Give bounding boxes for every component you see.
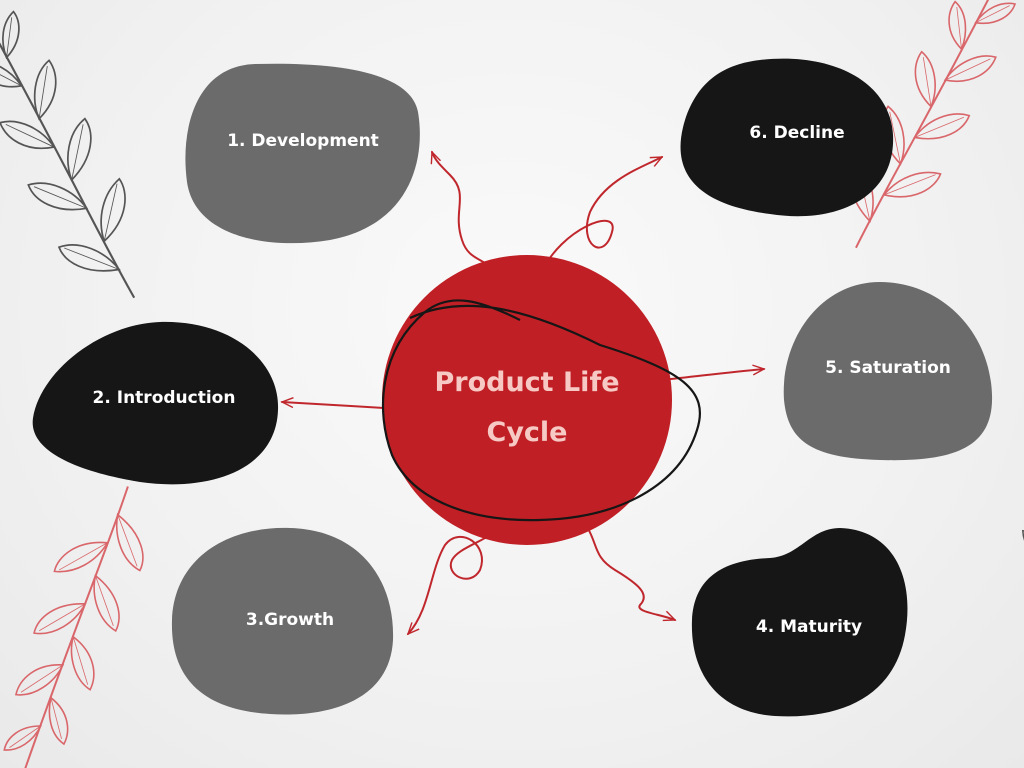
arrow-to-decline xyxy=(541,156,662,273)
stage-label-saturation: 5. Saturation xyxy=(825,358,951,378)
stage-blob-decline xyxy=(680,58,894,217)
stage-blob-growth xyxy=(171,527,394,715)
stage-label-growth: 3.Growth xyxy=(245,610,335,630)
arrow-to-saturation xyxy=(661,369,764,381)
arrow-to-growth xyxy=(408,519,506,634)
stage-label-development: 1. Development xyxy=(227,131,379,151)
arrow-to-introduction xyxy=(282,402,385,409)
stage-blob-saturation xyxy=(783,282,993,461)
stage-blob-maturity xyxy=(691,528,908,717)
stage-label-introduction: 2. Introduction xyxy=(92,388,236,408)
center-title: Product Life Cycle xyxy=(434,367,620,448)
arrow-to-maturity xyxy=(579,517,675,620)
center-sketch-outline xyxy=(381,299,702,522)
center-circle xyxy=(382,255,672,545)
leaf-branch-icon xyxy=(1003,482,1024,768)
stage-label-decline: 6. Decline xyxy=(749,123,845,143)
leaf-branch-icon xyxy=(0,0,174,319)
arrow-to-development xyxy=(432,152,501,283)
stage-blob-development xyxy=(185,63,420,244)
stage-blob-introduction xyxy=(32,321,279,485)
stage-label-maturity: 4. Maturity xyxy=(755,617,863,637)
leaf-branch-icon xyxy=(0,471,167,768)
